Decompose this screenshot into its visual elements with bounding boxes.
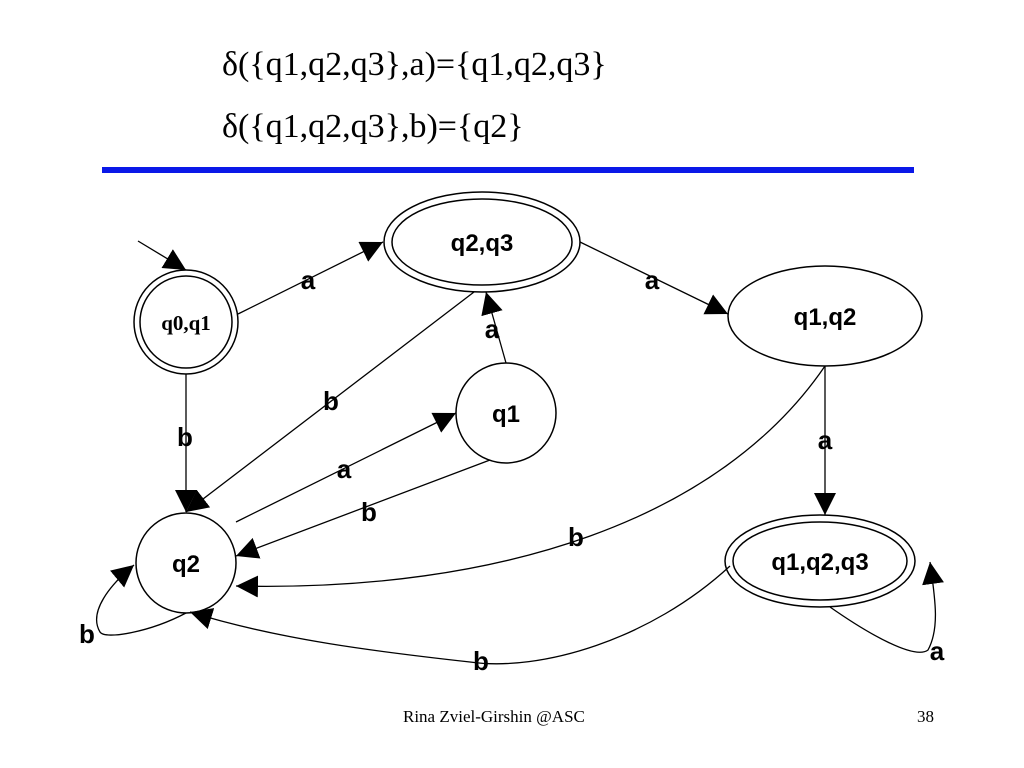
state-q1q2: q1,q2	[727, 265, 923, 367]
edge-q1-q2	[235, 459, 491, 559]
state-q0q1-label: q0,q1	[161, 311, 211, 335]
state-q2q3: q2,q3	[383, 191, 581, 293]
edge-label-q0q1-q2: b	[177, 422, 193, 452]
edge-label-q1-q2q3: a	[485, 314, 500, 344]
state-q2: q2	[135, 512, 237, 614]
state-q1q2q3-label: q1,q2,q3	[771, 549, 868, 576]
edge-q1q2-q2	[235, 365, 826, 598]
state-q1q2q3: q1,q2,q3	[724, 514, 916, 608]
edge-q1-q2q3	[481, 291, 507, 364]
edge-label-q2q3-q1q2: a	[645, 265, 660, 295]
start-arrow	[137, 240, 187, 271]
edge-label-q2-q1: a	[337, 454, 352, 484]
edge-label-q1q2-q1q2q3: a	[818, 425, 833, 455]
title-divider	[102, 167, 914, 173]
transition-equation-a: δ({q1,q2,q3},a)={q1,q2,q3}	[222, 46, 607, 83]
edge-label-q1q2q3-self: a	[930, 636, 945, 666]
page-number: 38	[917, 707, 934, 726]
edge-label-q0q1-q2q3: a	[301, 265, 316, 295]
state-q1: q1	[455, 362, 557, 464]
edge-q1q2q3-q2	[189, 565, 731, 665]
state-q1-label: q1	[492, 401, 520, 428]
edge-q1q2q3-self	[829, 561, 944, 653]
edge-q2-q1	[235, 412, 457, 523]
edge-q2-self	[95, 564, 187, 636]
edge-q2q3-q1q2	[579, 241, 729, 315]
edge-label-q2q3-q2: b	[323, 386, 339, 416]
edge-label-q1q2q3-q2: b	[473, 646, 489, 676]
footer-author: Rina Zviel-Girshin @ASC	[403, 707, 585, 726]
edge-label-q1q2-q2: b	[568, 522, 584, 552]
edge-q2q3-q2	[185, 291, 475, 513]
state-q0q1: q0,q1	[133, 269, 239, 375]
edge-q0q1-q2q3	[237, 241, 384, 315]
transition-equation-b: δ({q1,q2,q3},b)={q2}	[222, 108, 524, 145]
state-q2q3-label: q2,q3	[451, 230, 514, 257]
state-q2-label: q2	[172, 551, 200, 578]
edge-label-q2-self: b	[79, 619, 95, 649]
state-q1q2-label: q1,q2	[794, 304, 857, 331]
edge-label-q1-q2: b	[361, 497, 377, 527]
